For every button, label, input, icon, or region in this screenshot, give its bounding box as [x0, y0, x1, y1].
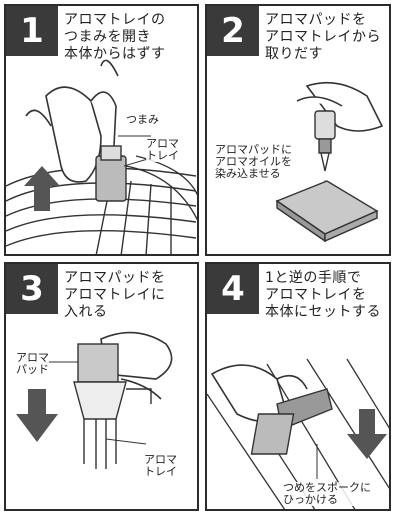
step-1-panel: 1 アロマトレイの つまみを開き 本体からはずす つまみ アロマ トレイ [4, 4, 199, 256]
oil-note-label: アロマパッドに アロマオイルを 染み込ませる [215, 143, 292, 180]
step-title: アロマパッドを アロマトレイから 取りだす [265, 12, 381, 62]
step-title: アロマパッドを アロマトレイに 入れる [64, 270, 166, 320]
down-arrow-icon [347, 409, 387, 459]
step-4-illustration [207, 358, 389, 509]
step-3-illustration [16, 331, 173, 469]
step-number: 3 [6, 264, 58, 314]
step-title: アロマトレイの つまみを開き 本体からはずす [64, 12, 166, 62]
up-arrow-icon [24, 166, 60, 211]
step-number: 1 [6, 6, 58, 56]
step-title: 1と逆の手順で アロマトレイを 本体にセットする [265, 270, 381, 320]
down-arrow-icon [16, 389, 58, 442]
step-2-illustration [275, 81, 384, 243]
step-2-panel: 2 アロマパッドを アロマトレイから 取りだす アロマパッドに アロマオイルを … [205, 4, 391, 256]
step-number: 4 [207, 264, 259, 314]
hook-note-label: つめをスポークに ひっかける [283, 481, 371, 506]
step-3-panel: 3 アロマパッドを アロマトレイに 入れる アロマ パッド アロマ トレイ [4, 262, 199, 511]
step-4-panel: 4 1と逆の手順で アロマトレイを 本体にセットする つめをスポークに ひっかけ… [205, 262, 391, 511]
aroma-pad-shape [77, 343, 119, 383]
knob-label: つまみ [126, 113, 159, 126]
tray-label: アロマ トレイ [144, 453, 177, 478]
step-1-illustration [6, 59, 197, 254]
tray-label: アロマ トレイ [146, 137, 179, 162]
pad-label: アロマ パッド [16, 351, 49, 376]
step-number: 2 [207, 6, 259, 56]
